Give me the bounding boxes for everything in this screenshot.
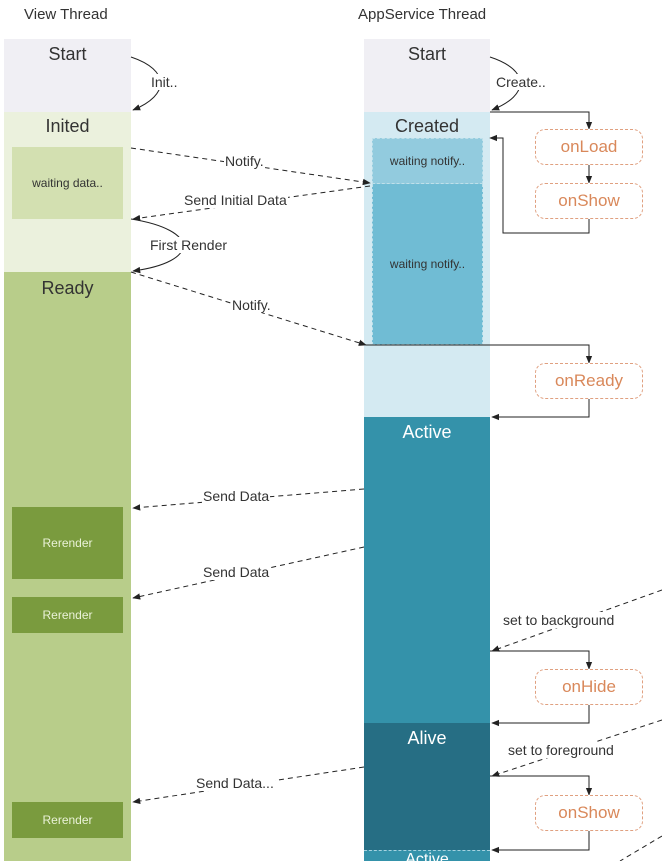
background-to-onhide-arrow xyxy=(490,650,593,670)
app-active-label: Active xyxy=(402,422,452,442)
app-alive-label: Alive xyxy=(407,728,447,748)
init-label: Init.. xyxy=(150,74,179,90)
view-ready-label: Ready xyxy=(41,278,94,298)
waiting-notify-box-2: waiting notify.. xyxy=(372,184,483,345)
send-data-label-1: Send Data xyxy=(202,488,271,504)
foreground-to-onshow-arrow xyxy=(490,775,593,796)
first-render-label: First Render xyxy=(149,237,229,253)
view-start-label: Start xyxy=(48,44,87,64)
appservice-thread-title: AppService Thread xyxy=(358,6,487,23)
view-inited-label: Inited xyxy=(45,116,90,136)
view-thread-title: View Thread xyxy=(24,6,108,23)
send-data-arrow-1 xyxy=(132,488,365,511)
waiting-notify-box-1: waiting notify.. xyxy=(372,138,483,184)
send-initial-data-label: Send Initial Data xyxy=(183,192,288,208)
send-data-arrow-3 xyxy=(132,766,365,805)
app-active-label-2: Active xyxy=(405,851,449,861)
rerender-box-2: Rerender xyxy=(12,597,123,633)
create-label: Create.. xyxy=(495,74,547,90)
set-foreground-label: set to foreground xyxy=(507,742,615,758)
app-active-state: Active xyxy=(364,417,490,723)
app-alive-state: Alive xyxy=(364,723,490,850)
onready-hook: onReady xyxy=(535,363,643,399)
onshow-return-arrow xyxy=(489,134,590,234)
set-foreground-arrow xyxy=(491,719,662,777)
onshow-hook: onShow xyxy=(535,183,643,219)
onshow-2-return-arrow xyxy=(491,831,590,854)
created-to-onload-arrow xyxy=(490,111,593,130)
rerender-box-1: Rerender xyxy=(12,507,123,579)
onload-hook: onLoad xyxy=(535,129,643,165)
onhide-hook: onHide xyxy=(535,669,643,705)
onready-return-arrow xyxy=(491,399,590,421)
send-data-label-2: Send Data xyxy=(202,564,271,580)
set-background-label: set to background xyxy=(502,612,616,628)
view-start-state: Start xyxy=(4,39,131,112)
onshow-hook-2: onShow xyxy=(535,795,643,831)
send-data-label-3: Send Data... xyxy=(195,775,275,791)
app-start-state: Start xyxy=(364,39,490,112)
notify-label-1: Notify. xyxy=(224,153,265,169)
app-created-label: Created xyxy=(394,116,460,136)
onhide-return-arrow xyxy=(491,705,590,727)
notify-label-2: Notify. xyxy=(231,297,272,313)
app-start-label: Start xyxy=(407,44,446,64)
rerender-box-3: Rerender xyxy=(12,802,123,838)
ready-to-onready-arrow xyxy=(366,344,593,364)
app-active-state-2: Active xyxy=(364,850,490,861)
trailing-arrow xyxy=(619,835,662,861)
waiting-data-box: waiting data.. xyxy=(12,147,123,219)
